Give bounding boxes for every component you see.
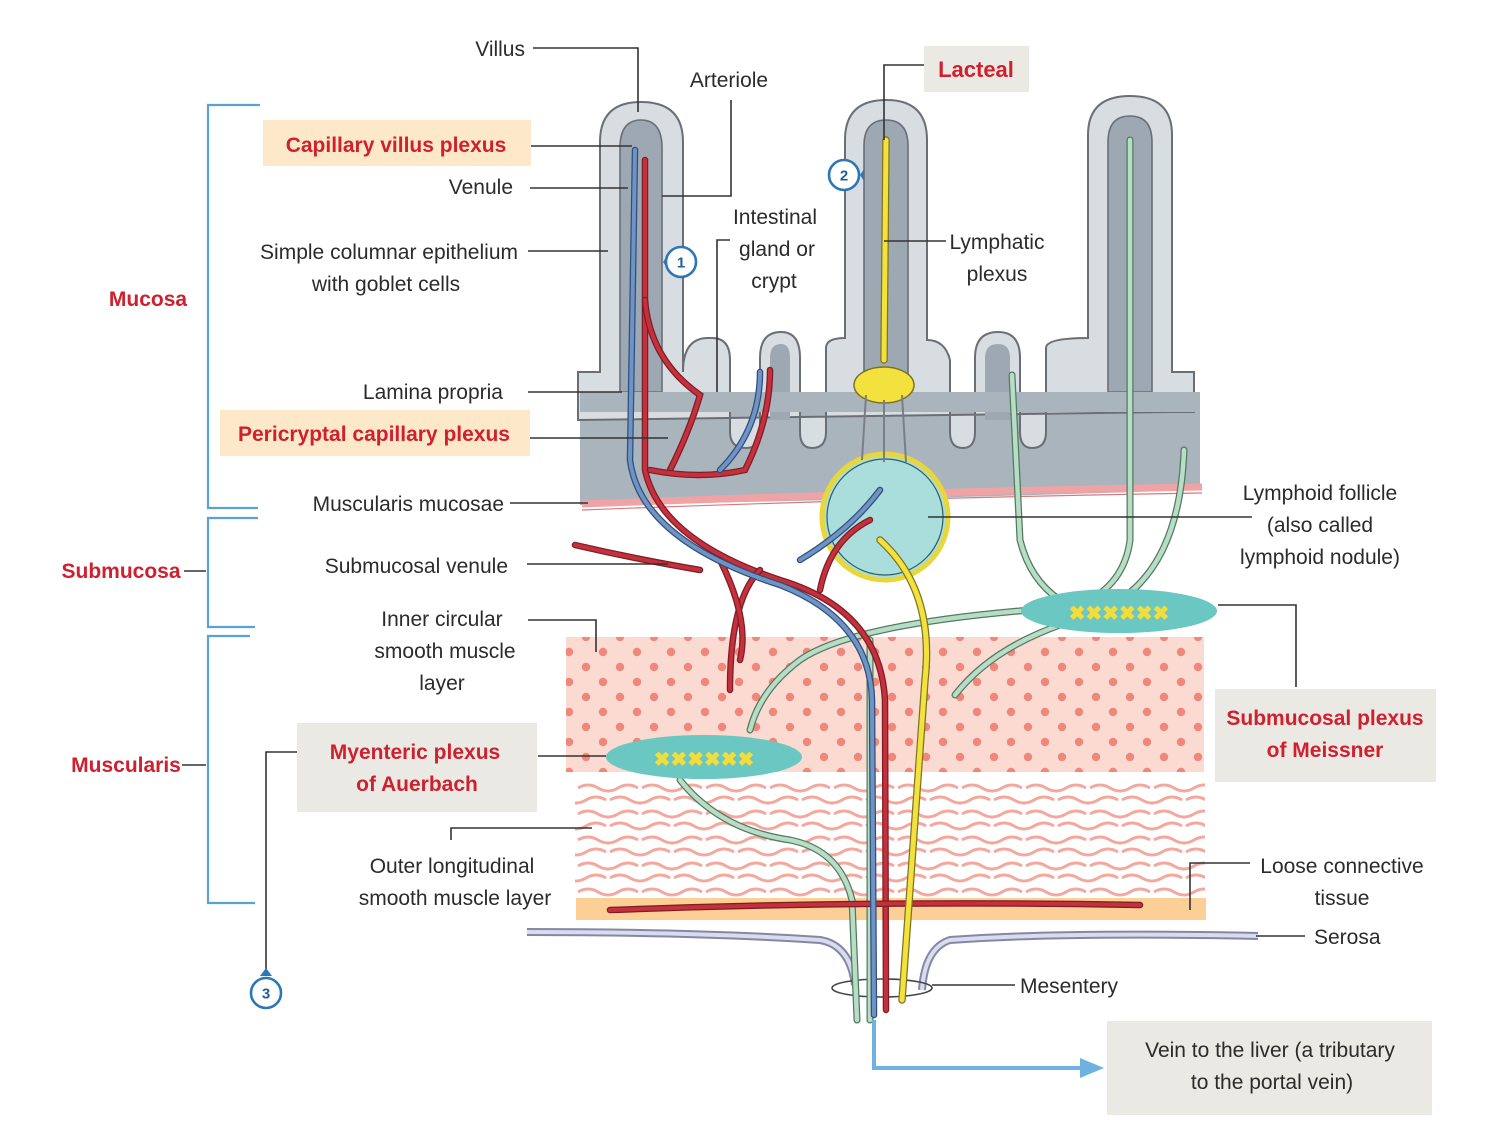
label-myenteric-plexus-2: of Auerbach — [356, 773, 478, 796]
label-outer-longitudinal-2: smooth muscle layer — [359, 887, 552, 910]
label-vein-to-liver-1: Vein to the liver (a tributary — [1145, 1039, 1395, 1062]
label-intestinal-gland-2: gland or — [739, 238, 815, 261]
label-lymphatic-plexus-1: Lymphatic — [950, 231, 1045, 254]
badge-3-number: 3 — [262, 986, 270, 1003]
badge-1-number: 1 — [677, 255, 685, 272]
badge-3[interactable]: 3 — [249, 968, 283, 1010]
label-lymphatic-plexus-2: plexus — [967, 263, 1028, 286]
label-inner-circular-3: layer — [419, 672, 465, 695]
label-loose-connective-2: tissue — [1315, 887, 1370, 910]
label-intestinal-gland-3: crypt — [751, 270, 797, 293]
pericryptal-plexus-box — [220, 410, 530, 456]
label-capillary-villus-plexus: Capillary villus plexus — [286, 134, 507, 157]
lacteal-box — [924, 46, 1029, 92]
lymphatic-vessels — [853, 136, 931, 1004]
label-lamina-propria: Lamina propria — [363, 381, 503, 404]
myenteric-plexus-box — [297, 723, 537, 812]
vein-to-liver-box — [1107, 1021, 1432, 1115]
label-muscularis: Muscularis — [71, 754, 181, 777]
label-submucosal-plexus-2: of Meissner — [1267, 739, 1384, 762]
badge-2-number: 2 — [840, 168, 848, 185]
label-lacteal: Lacteal — [938, 57, 1014, 82]
label-pericryptal-capillary-plexus: Pericryptal capillary plexus — [238, 423, 510, 446]
label-inner-circular-2: smooth muscle — [374, 640, 515, 663]
label-submucosa: Submucosa — [61, 560, 180, 583]
myenteric-ganglion-cells: ✖✖✖✖✖✖ — [654, 749, 755, 771]
myenteric-ganglion — [606, 735, 802, 779]
label-mesentery: Mesentery — [1020, 975, 1119, 998]
leader-lines — [265, 47, 1305, 986]
label-vein-to-liver-2: to the portal vein) — [1191, 1071, 1353, 1094]
label-arteriole: Arteriole — [690, 69, 768, 92]
text-labels: Villus Arteriole Lacteal Capillary villu… — [61, 38, 1423, 1094]
submucosal-plexus-box — [1215, 689, 1436, 782]
label-submucosal-venule: Submucosal venule — [325, 555, 508, 578]
layer-brackets — [182, 103, 260, 905]
submucosal-ganglion — [1021, 589, 1217, 633]
label-intestinal-gland-1: Intestinal — [733, 206, 817, 229]
label-venule: Venule — [449, 176, 513, 199]
label-villus: Villus — [475, 38, 525, 61]
arterial-vessels — [571, 156, 1144, 1014]
label-lymphoid-follicle-1: Lymphoid follicle — [1243, 482, 1397, 505]
label-mucosa: Mucosa — [109, 288, 188, 311]
outer-longitudinal-muscle-layer — [575, 780, 1205, 898]
label-serosa: Serosa — [1314, 926, 1381, 949]
label-outer-longitudinal-1: Outer longitudinal — [370, 855, 535, 878]
venous-vessels — [626, 146, 884, 1019]
label-loose-connective-1: Loose connective — [1260, 855, 1423, 878]
badge-1[interactable]: 1 — [663, 245, 698, 279]
label-simple-columnar-2: with goblet cells — [311, 273, 460, 296]
mesentery-ring — [831, 978, 933, 998]
badge-2[interactable]: 2 — [827, 158, 864, 192]
submucosal-ganglion-cells: ✖✖✖✖✖✖ — [1069, 603, 1170, 625]
arrow-to-liver — [872, 1020, 1095, 1070]
label-myenteric-plexus-1: Myenteric plexus — [330, 741, 500, 764]
label-muscularis-mucosae: Muscularis mucosae — [313, 493, 504, 516]
label-submucosal-plexus-1: Submucosal plexus — [1226, 707, 1423, 730]
label-simple-columnar-1: Simple columnar epithelium — [260, 241, 518, 264]
capillary-villus-plexus-box — [263, 120, 531, 166]
label-lymphoid-follicle-2: (also called — [1267, 514, 1373, 537]
label-inner-circular-1: Inner circular — [381, 608, 502, 631]
villus-core — [619, 119, 663, 393]
label-lymphoid-follicle-3: lymphoid nodule) — [1240, 546, 1400, 569]
